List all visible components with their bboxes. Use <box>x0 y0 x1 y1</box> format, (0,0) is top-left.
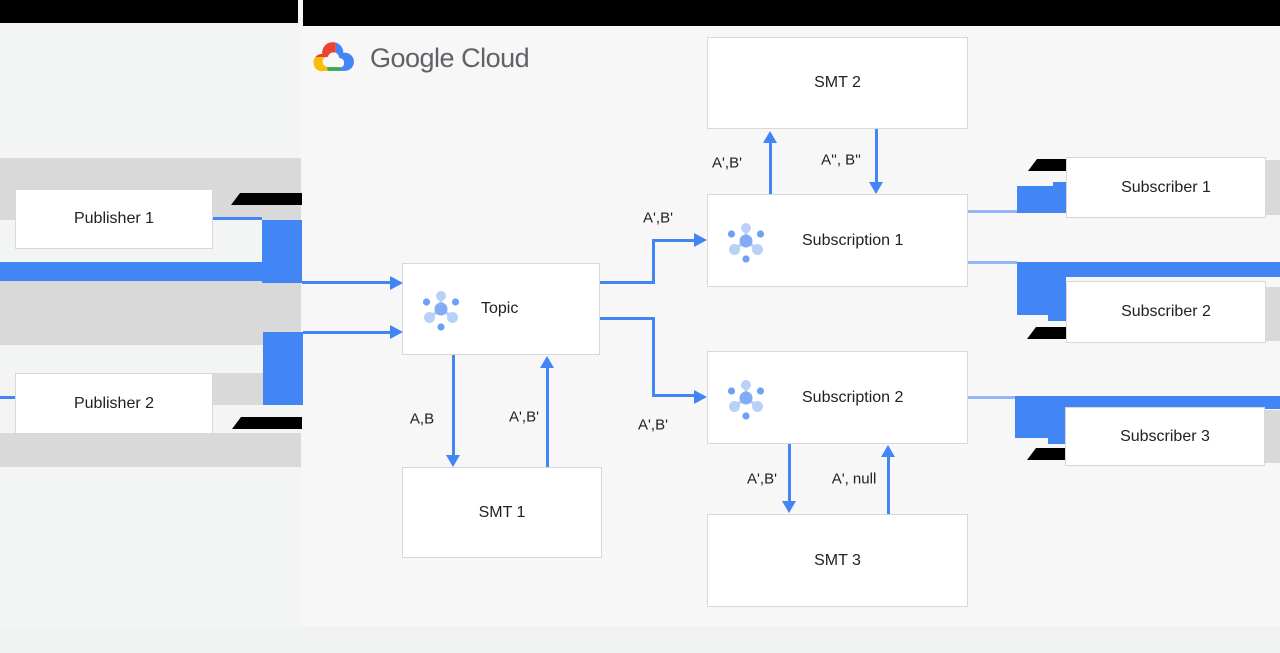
gray-band-4 <box>0 433 301 467</box>
node-smt1: SMT 1 <box>402 467 602 558</box>
edge-label-topic-sub1: A',B' <box>643 209 673 227</box>
gray-band-2 <box>0 281 301 345</box>
arrow-topic-smt1 <box>452 355 455 455</box>
edge-label-smt3-sub2: A', null <box>831 470 877 488</box>
pubsub-topic-icon <box>419 285 463 333</box>
blue-step-subscriber1 <box>1053 182 1066 187</box>
arrow-topic-sub1-h1 <box>600 281 655 284</box>
arrow-sub1-smt2 <box>769 141 772 194</box>
node-label: Subscription 1 <box>802 231 904 249</box>
blue-rect-subscriber3 <box>1015 396 1065 438</box>
blue-step-subscriber2 <box>1048 315 1066 321</box>
black-mark-publisher2 <box>232 417 302 429</box>
arrow-topic-sub2-h2 <box>655 394 695 397</box>
node-label: Subscription 2 <box>802 388 904 406</box>
edge-label-topic-smt1: A,B <box>409 410 435 428</box>
arrow-publisher1-topic <box>302 281 390 284</box>
arrow-publisher2-topic <box>303 331 390 334</box>
arrow-topic-sub2-v <box>652 318 655 397</box>
top-bar-right <box>303 0 1280 26</box>
top-bar-left <box>0 0 298 23</box>
black-mark-subscriber1 <box>1028 159 1066 171</box>
black-mark-publisher1 <box>231 193 302 205</box>
subscription2-out-line <box>968 396 1015 399</box>
subscription1-out-line-b <box>968 261 1017 264</box>
node-label: SMT 1 <box>478 503 526 521</box>
arrowhead-right-icon <box>390 325 403 339</box>
arrow-sub2-smt3 <box>788 444 791 502</box>
pubsub-subscription-icon <box>724 374 768 422</box>
pubsub-subscription-icon <box>724 217 768 265</box>
node-subscription2: Subscription 2 <box>707 351 968 444</box>
blue-stub-publisher2 <box>0 396 15 399</box>
black-mark-subscriber3 <box>1027 448 1067 460</box>
subscription1-out-line-a <box>968 210 1017 213</box>
node-label: Subscriber 1 <box>1121 178 1211 196</box>
gray-strip-subscriber3 <box>1265 410 1280 463</box>
node-subscriber1: Subscriber 1 <box>1066 157 1266 218</box>
arrow-topic-sub1-v <box>652 239 655 284</box>
node-publisher1: Publisher 1 <box>15 189 213 249</box>
arrowhead-right-icon <box>694 390 707 404</box>
arrow-smt3-sub2 <box>887 456 890 514</box>
arrowhead-down-icon <box>782 501 796 513</box>
node-label: SMT 2 <box>814 74 861 91</box>
edge-label-smt1-topic: A',B' <box>509 408 539 426</box>
arrowhead-down-icon <box>446 455 460 467</box>
node-label: Subscriber 3 <box>1120 427 1210 445</box>
blue-band-subscriber3 <box>1015 396 1280 409</box>
edge-label-topic-sub2: A',B' <box>638 416 668 434</box>
node-smt3: SMT 3 <box>707 514 968 607</box>
node-publisher2: Publisher 2 <box>15 373 213 434</box>
node-subscription1: Subscription 1 <box>707 194 968 287</box>
node-label: Topic <box>481 300 519 317</box>
blue-rect-subscriber1 <box>1017 186 1066 213</box>
arrowhead-up-icon <box>540 356 554 368</box>
node-label: Subscriber 2 <box>1121 303 1211 320</box>
arrowhead-right-icon <box>390 276 403 290</box>
node-smt2: SMT 2 <box>707 37 968 129</box>
edge-label-smt2-sub1: A'', B'' <box>821 151 861 169</box>
node-label: Publisher 2 <box>73 394 155 412</box>
arrow-smt1-topic <box>546 367 549 467</box>
gray-strip-subscriber1 <box>1265 160 1280 215</box>
edge-label-sub1-smt2: A',B' <box>712 154 742 172</box>
arrowhead-down-icon <box>869 182 883 194</box>
google-cloud-logo-icon <box>310 38 357 78</box>
arrow-smt2-sub1 <box>875 129 878 182</box>
publisher1-connector-line <box>213 217 262 220</box>
node-label: Publisher 1 <box>73 210 155 227</box>
arrowhead-up-icon <box>763 131 777 143</box>
bottom-strip <box>0 627 1280 653</box>
arrowhead-up-icon <box>881 445 895 457</box>
blue-band-subscriber2 <box>1017 262 1280 277</box>
node-label: SMT 3 <box>814 551 861 569</box>
google-cloud-wordmark: Google Cloud <box>370 42 530 73</box>
blue-band-publisher1 <box>0 262 262 281</box>
arrow-topic-sub1-h2 <box>655 239 695 242</box>
gray-band-3 <box>213 373 263 405</box>
edge-label-sub2-smt3: A',B' <box>747 470 777 488</box>
arrowhead-right-icon <box>694 233 707 247</box>
arrow-topic-sub2-h1 <box>600 317 655 320</box>
black-mark-subscriber2 <box>1027 327 1066 339</box>
blue-rect-publisher1 <box>262 220 302 283</box>
node-subscriber3: Subscriber 3 <box>1065 407 1265 466</box>
google-cloud-logo: Google Cloud <box>310 38 530 78</box>
gray-strip-subscriber2 <box>1265 287 1280 341</box>
blue-rect-subscriber2 <box>1017 262 1066 315</box>
blue-bar-publisher2 <box>263 332 303 405</box>
node-subscriber2: Subscriber 2 <box>1066 281 1266 343</box>
node-topic: Topic <box>402 263 600 355</box>
blue-step-subscriber3 <box>1048 438 1065 444</box>
